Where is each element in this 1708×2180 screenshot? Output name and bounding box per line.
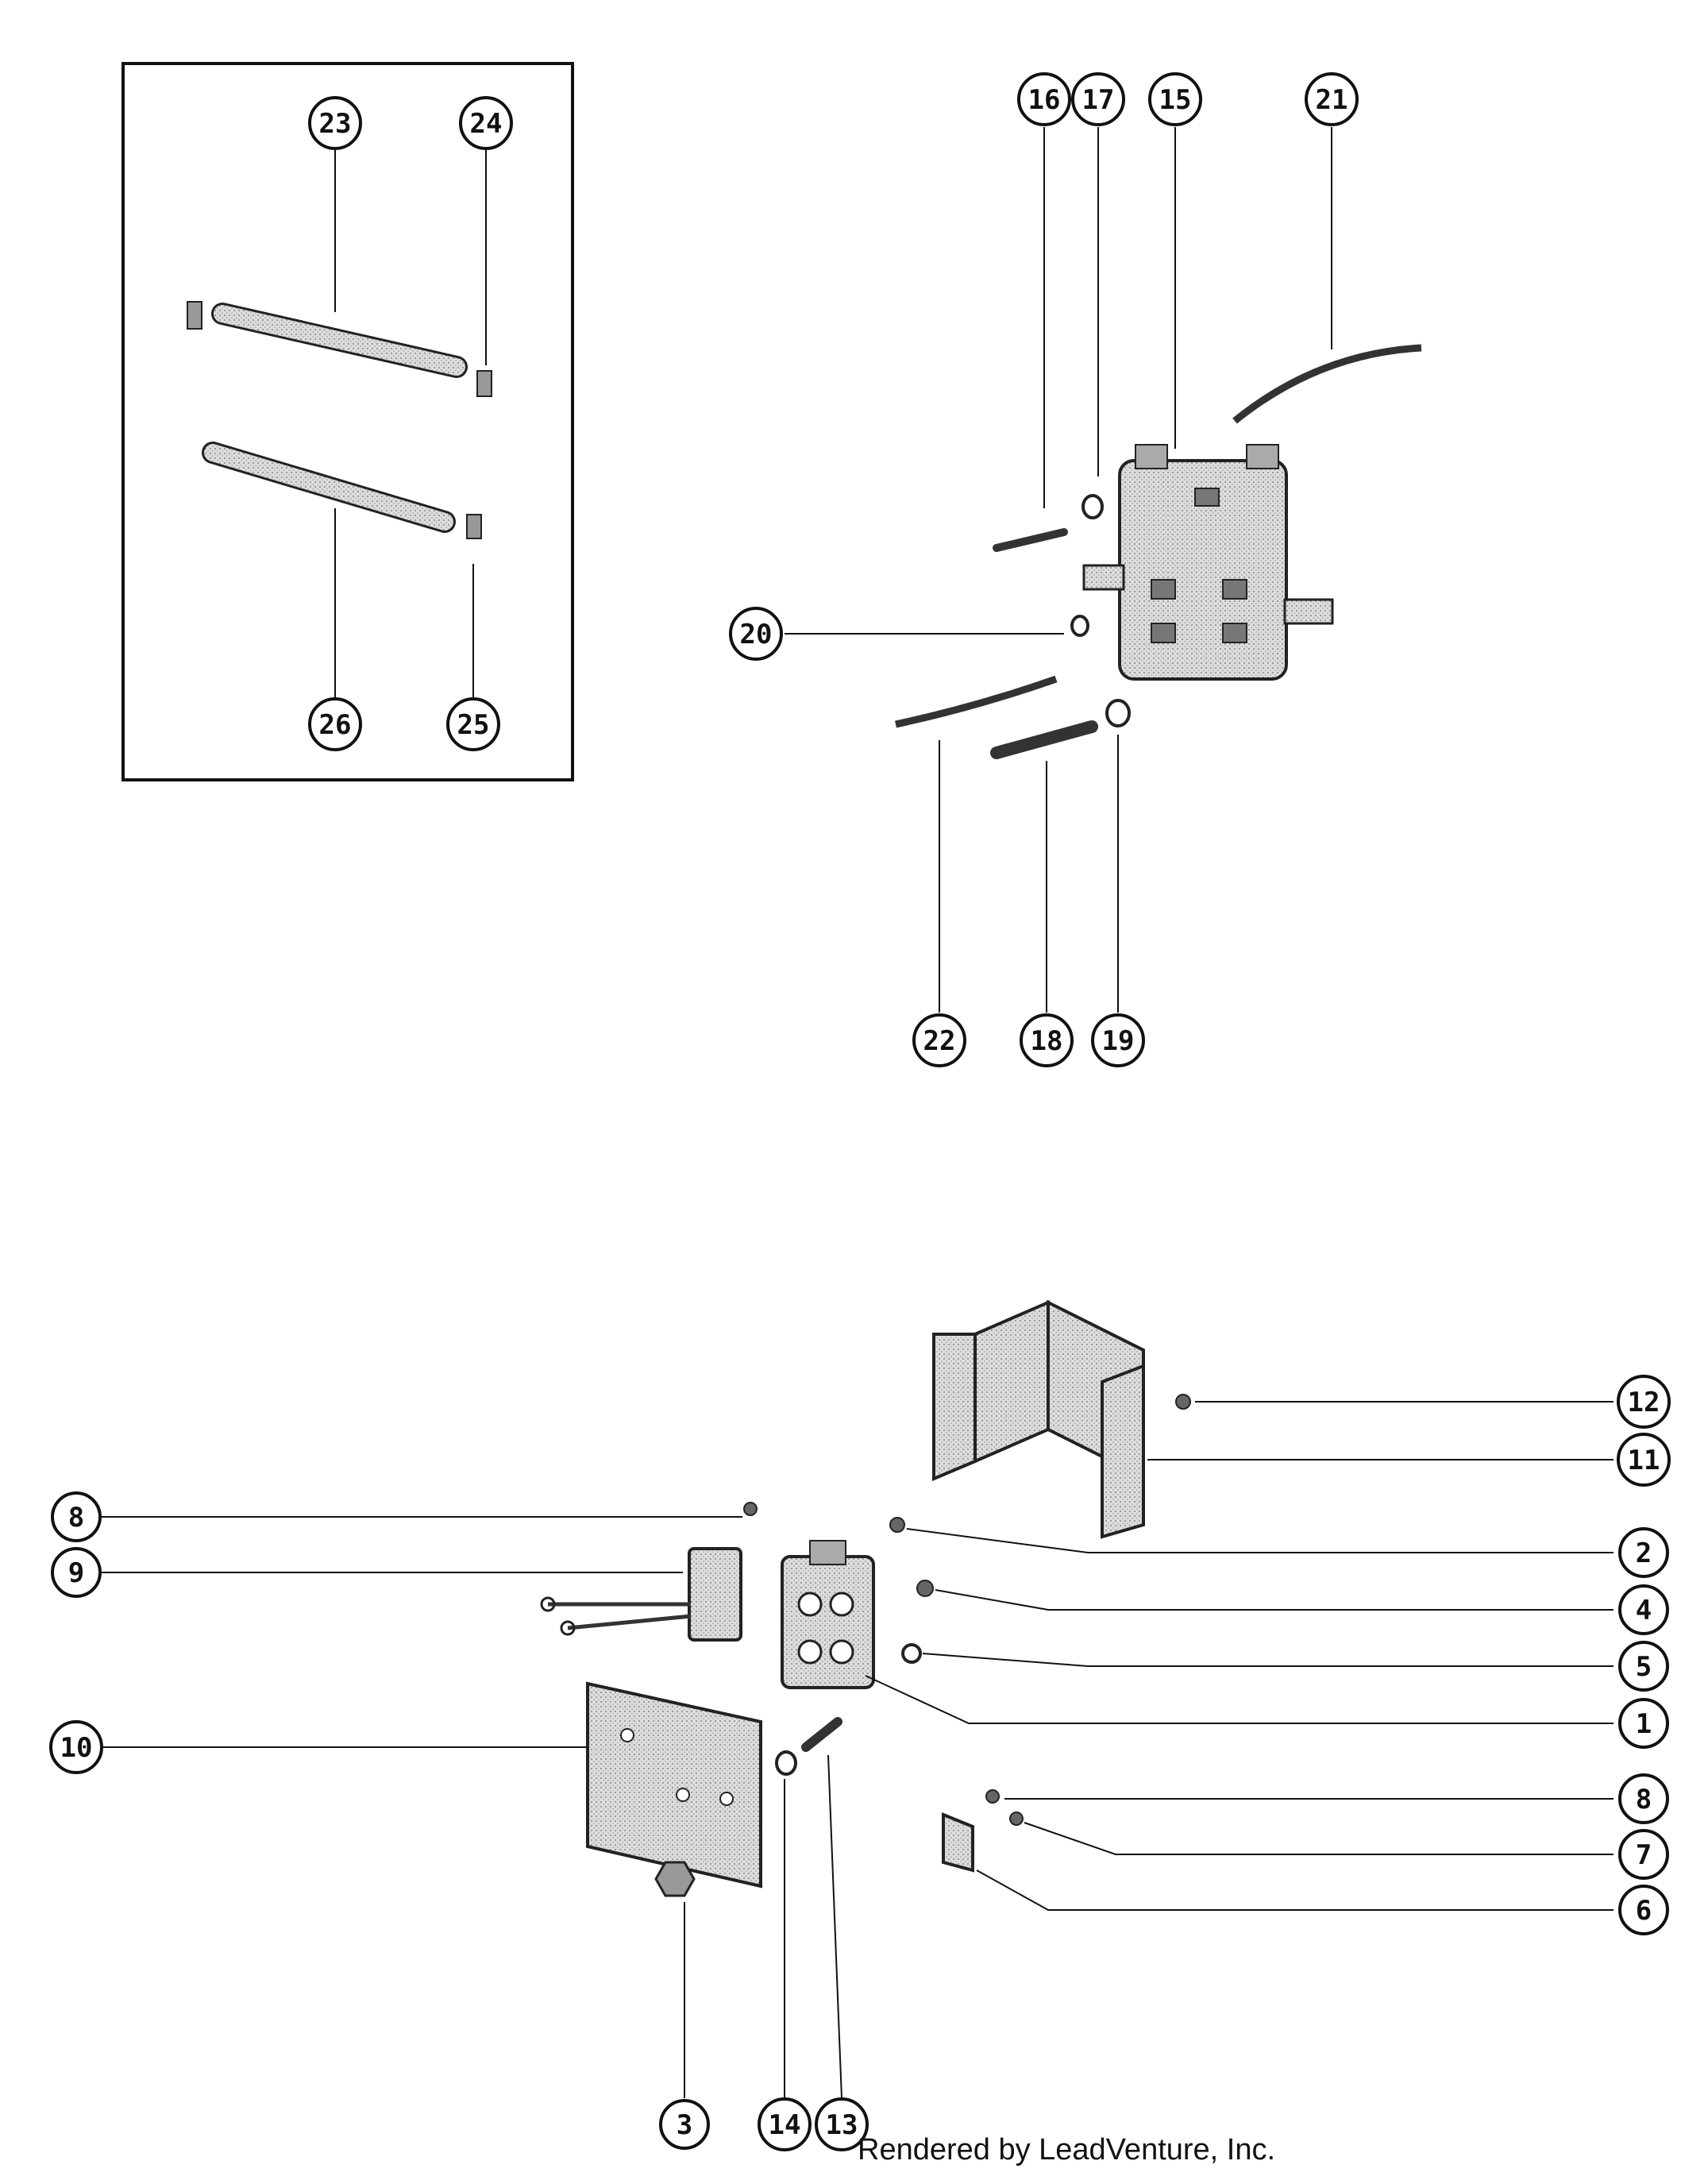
callout-6: 6	[1618, 1885, 1669, 1935]
screw-2	[889, 1517, 905, 1533]
svg-text:24: 24	[470, 108, 503, 140]
callout-19: 19	[1091, 1013, 1145, 1067]
callout-21: 21	[1305, 72, 1359, 126]
nut-4	[916, 1580, 934, 1597]
svg-text:1: 1	[1636, 1708, 1652, 1740]
mounting-plate-10	[586, 1681, 762, 1889]
washer-17	[1081, 494, 1104, 519]
callout-1: 1	[1618, 1698, 1669, 1749]
callout-2: 2	[1618, 1527, 1669, 1578]
svg-text:15: 15	[1159, 84, 1192, 116]
washer-14	[775, 1750, 797, 1776]
svg-text:17: 17	[1082, 84, 1115, 116]
resistor-9	[540, 1547, 742, 1642]
washer-20	[1070, 615, 1089, 637]
washer-5	[901, 1643, 922, 1664]
screw-7	[1009, 1812, 1024, 1826]
callout-12: 12	[1617, 1375, 1671, 1429]
bolt-13	[801, 1717, 842, 1752]
svg-text:3: 3	[677, 2109, 692, 2141]
pump-body-15	[1082, 444, 1334, 681]
callout-16: 16	[1017, 72, 1071, 126]
callout-11: 11	[1617, 1433, 1671, 1487]
callout-22: 22	[912, 1013, 966, 1067]
callout-24: 24	[459, 96, 513, 150]
washer-19	[1105, 699, 1131, 727]
svg-text:11: 11	[1628, 1445, 1660, 1476]
hose-23	[211, 303, 468, 378]
terminal-block-1	[781, 1540, 875, 1689]
callout-15: 15	[1148, 72, 1202, 126]
svg-text:16: 16	[1028, 84, 1061, 116]
callout-5: 5	[1618, 1641, 1669, 1692]
svg-text:23: 23	[319, 108, 352, 140]
svg-text:20: 20	[740, 619, 773, 650]
callout-8-left: 8	[51, 1491, 102, 1542]
callout-18: 18	[1020, 1013, 1074, 1067]
callout-14: 14	[758, 2097, 812, 2151]
callout-17: 17	[1071, 72, 1125, 126]
callout-4: 4	[1618, 1584, 1669, 1635]
svg-text:8: 8	[1636, 1784, 1652, 1815]
fuel-line-21	[1232, 344, 1422, 424]
svg-text:12: 12	[1628, 1387, 1660, 1418]
callout-9: 9	[51, 1547, 102, 1598]
svg-text:9: 9	[68, 1557, 84, 1589]
screw-12	[1175, 1394, 1191, 1410]
callout-10: 10	[49, 1720, 103, 1774]
hose-clamp-left	[187, 301, 202, 330]
svg-text:19: 19	[1102, 1025, 1135, 1057]
clip-6	[942, 1812, 974, 1873]
callout-23: 23	[308, 96, 362, 150]
fuel-line-22	[895, 675, 1058, 728]
callout-8-right: 8	[1618, 1773, 1669, 1824]
svg-text:26: 26	[319, 709, 352, 741]
render-credit: Rendered by LeadVenture, Inc.	[858, 2133, 1276, 2166]
svg-text:6: 6	[1636, 1895, 1652, 1927]
hose-26	[202, 442, 456, 533]
svg-text:5: 5	[1636, 1651, 1652, 1683]
svg-text:4: 4	[1636, 1595, 1652, 1626]
svg-text:25: 25	[457, 709, 490, 741]
svg-text:13: 13	[826, 2109, 858, 2141]
svg-text:18: 18	[1031, 1025, 1063, 1057]
svg-text:21: 21	[1316, 84, 1348, 116]
screw-8-bottom	[985, 1789, 1000, 1804]
svg-text:7: 7	[1636, 1839, 1652, 1871]
inset-frame	[121, 62, 574, 781]
callout-20: 20	[729, 607, 783, 661]
svg-text:22: 22	[923, 1025, 956, 1057]
hose-clamp-25	[466, 514, 482, 539]
hose-clamp-24	[476, 370, 492, 397]
svg-text:8: 8	[68, 1502, 84, 1534]
callout-26: 26	[308, 697, 362, 751]
nut-3	[654, 1861, 696, 1897]
bolt-16	[993, 528, 1068, 552]
callout-13: 13	[815, 2097, 869, 2151]
svg-text:10: 10	[60, 1732, 93, 1764]
callout-7: 7	[1618, 1829, 1669, 1880]
callout-25: 25	[446, 697, 500, 751]
svg-text:14: 14	[769, 2109, 801, 2141]
svg-text:2: 2	[1636, 1538, 1652, 1569]
bolt-18	[990, 720, 1098, 759]
bracket-11	[932, 1299, 1145, 1539]
callout-3: 3	[659, 2099, 710, 2150]
screw-8-top	[743, 1502, 758, 1516]
